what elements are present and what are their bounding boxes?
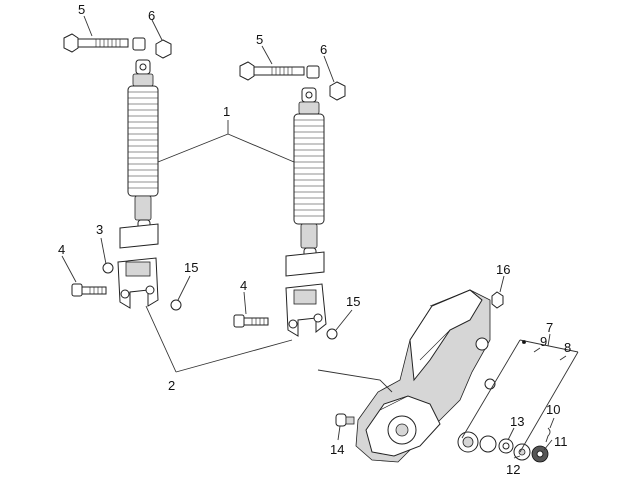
cap-screw-14 (335, 413, 355, 427)
callout-6-left: 6 (148, 8, 155, 23)
callout-12: 12 (506, 462, 520, 477)
nut-16 (491, 291, 504, 309)
callout-2: 2 (168, 378, 175, 393)
callout-5-right: 5 (256, 32, 263, 47)
callout-4-left: 4 (58, 242, 65, 257)
callout-16: 16 (496, 262, 510, 277)
right-shock-absorber (293, 87, 325, 263)
callout-15-right: 15 (346, 294, 360, 309)
swingarm-housing (355, 289, 496, 463)
callout-5-left: 5 (78, 2, 85, 17)
callout-15-left: 15 (184, 260, 198, 275)
callout-13: 13 (510, 414, 524, 429)
nut-6-right (329, 81, 346, 101)
o-ring-8 (479, 435, 497, 453)
callout-7: 7 (546, 320, 553, 335)
bolt-4-left (71, 283, 107, 297)
right-lower-bracket (285, 251, 327, 337)
cotter-pin-10 (545, 427, 551, 443)
nut-15-right (326, 328, 338, 340)
callout-6-right: 6 (320, 42, 327, 57)
callout-9: 9 (540, 334, 547, 349)
bolt-5-right (239, 61, 305, 81)
left-lower-bracket (117, 223, 159, 309)
bolt-4-right (233, 314, 269, 328)
callout-3: 3 (96, 222, 103, 237)
callout-4-right: 4 (240, 278, 247, 293)
washer-3 (102, 262, 114, 274)
bolt-5-left (63, 33, 129, 53)
callout-10: 10 (546, 402, 560, 417)
oil-seal-9 (457, 431, 479, 453)
callout-11: 11 (554, 434, 568, 449)
nut-15-left (170, 299, 182, 311)
callout-1: 1 (223, 104, 230, 119)
washer-13 (498, 438, 514, 454)
callout-14: 14 (330, 442, 344, 457)
spacer-bushing-left (132, 37, 146, 51)
left-shock-absorber (127, 59, 159, 235)
nut-6-left (155, 39, 172, 59)
leader-lines (61, 15, 579, 459)
callout-8: 8 (564, 340, 571, 355)
spacer-bushing-right (306, 65, 320, 79)
